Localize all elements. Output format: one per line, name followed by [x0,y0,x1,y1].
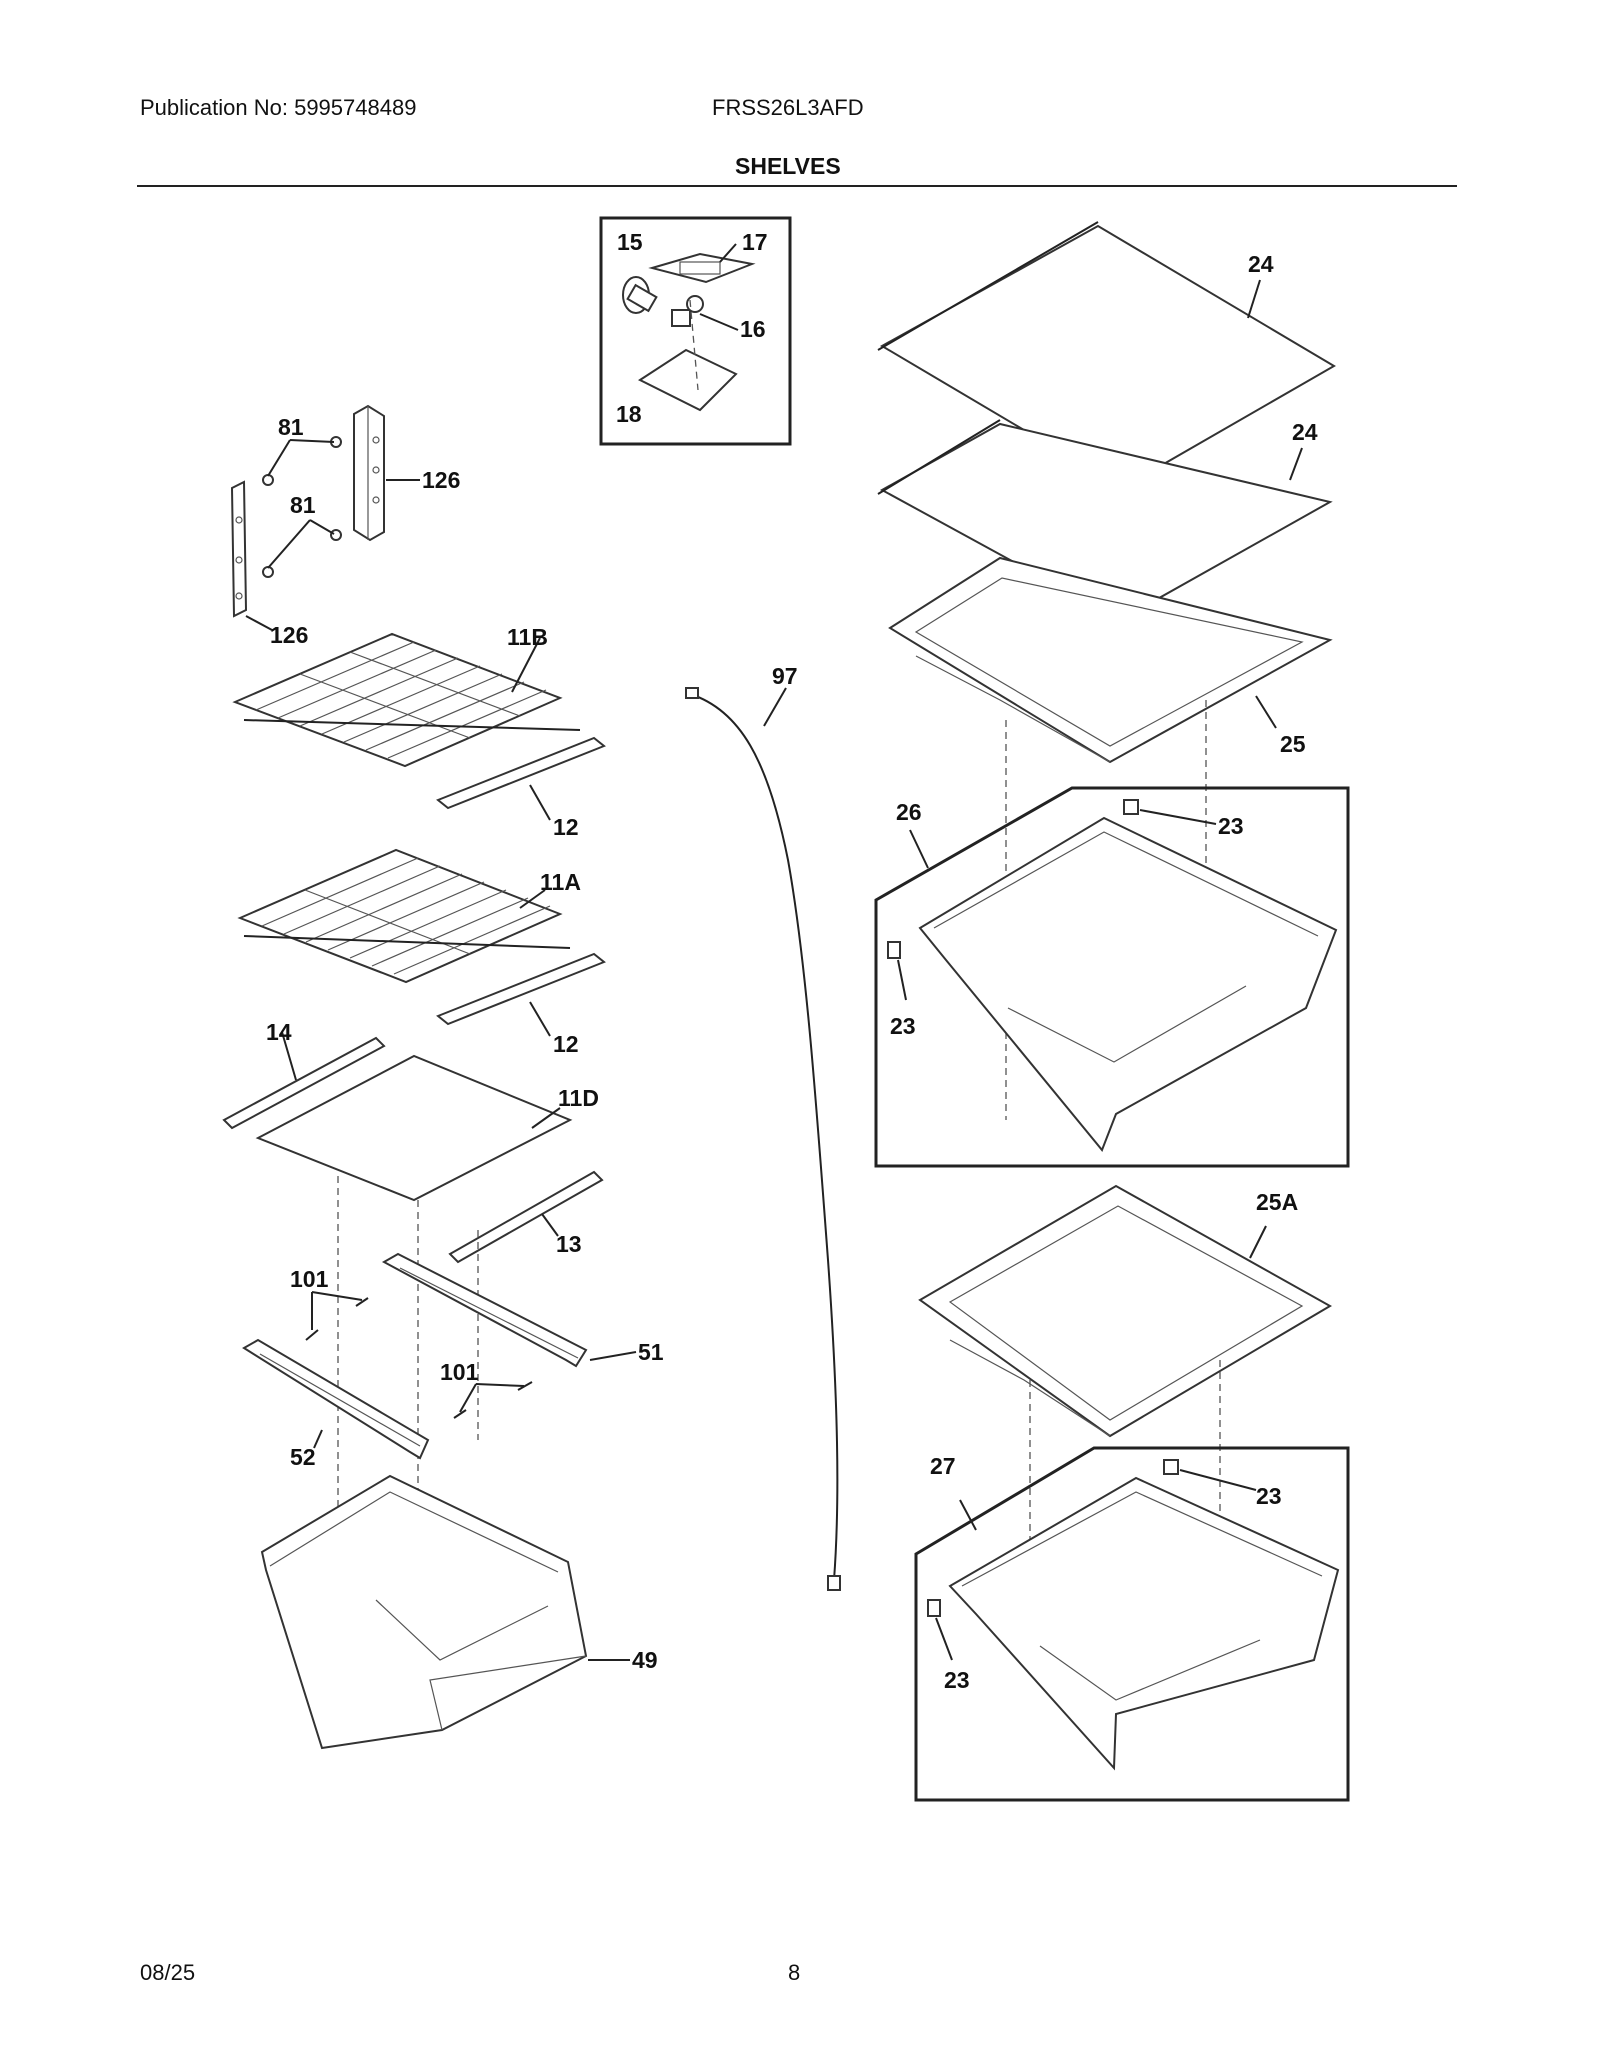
leader-23a [1139,809,1217,825]
leader-23d [935,1617,953,1661]
leader-81a [267,439,291,477]
leader-11B [511,637,541,693]
part-25-crisper-cover [888,556,1333,764]
part-23-clips-upper [887,799,1139,959]
part-126-shelf-bracket-left [230,480,248,618]
leader-52 [313,1429,323,1449]
part-27-crisper-drawer [948,1476,1340,1771]
callout-49: 49 [632,1647,658,1673]
leader-11D [531,1107,561,1129]
part-12-shelf-trim-lower [436,952,606,1026]
leader-101a-2 [311,1291,363,1301]
callout-25A: 25A [1256,1189,1298,1215]
leader-14 [281,1031,297,1081]
callout-126-lower: 126 [270,622,308,648]
part-11B-wire-shelf [232,632,581,768]
leader-24a [1247,279,1261,319]
inset-box-crisper-lower [914,1446,1350,1802]
callout-24-lower: 24 [1292,419,1318,445]
leader-81b-2 [309,519,335,535]
leader-26 [909,829,929,869]
leader-97 [763,687,787,727]
leader-12b [529,1001,551,1037]
callout-27: 27 [930,1453,956,1479]
callout-11A: 11A [540,869,581,895]
part-11D-glass-shelf [255,1054,573,1202]
callout-81-upper: 81 [278,414,304,440]
callout-23-lower-left: 23 [944,1667,970,1693]
callout-14: 14 [266,1019,292,1045]
leader-12a [529,784,551,821]
part-15-bulb-socket [622,276,658,314]
inset-box-light-assembly [599,216,792,446]
leader-16 [699,313,739,331]
callout-126-upper: 126 [422,467,460,493]
model-number: FRSS26L3AFD [712,95,864,120]
part-13-shelf-trim [448,1170,604,1264]
part-126-shelf-bracket-right [353,404,385,542]
leader-23c [1179,1469,1257,1491]
page-title: SHELVES [735,153,841,179]
callout-18: 18 [616,401,642,427]
callout-11D: 11D [558,1085,599,1111]
callout-13: 13 [556,1231,582,1257]
callout-23-upper-left: 23 [890,1013,916,1039]
leader-101b-2 [475,1383,525,1387]
callout-23-lower-right: 23 [1256,1483,1282,1509]
header-rule [137,185,1457,187]
part-52-crisper-rail-left [242,1338,430,1460]
callout-52: 52 [290,1444,316,1470]
publication-number: Publication No: 5995748489 [140,95,417,120]
leader-101b [459,1383,477,1413]
callout-101-upper: 101 [290,1266,329,1292]
leader-81a-2 [289,439,335,443]
leader-81b [267,519,311,569]
leader-11A [519,889,546,909]
callout-16: 16 [740,316,766,342]
callout-15: 15 [617,229,643,255]
part-101-screws [305,1297,533,1419]
leader-25A [1249,1225,1267,1259]
callout-23-upper-right: 23 [1218,813,1244,839]
callout-12-upper: 12 [553,814,579,840]
callout-17: 17 [742,229,768,255]
leader-13 [541,1213,559,1237]
callout-81-lower: 81 [290,492,316,518]
leader-23b [897,959,907,1001]
callout-26: 26 [896,799,922,825]
leader-17 [719,243,737,263]
callout-11B: 11B [507,624,548,650]
part-17-light-housing [648,252,756,284]
callout-24-upper: 24 [1248,251,1274,277]
callout-25: 25 [1280,731,1306,757]
leader-25 [1255,695,1277,729]
part-97-water-tube [689,693,839,1581]
leader-27 [959,1499,977,1531]
callout-51: 51 [638,1339,664,1365]
callout-97: 97 [772,663,798,689]
part-23-clips-lower [927,1459,1179,1617]
tube-fitting-bottom [827,1575,841,1591]
part-14-shelf-frame [222,1036,386,1130]
inset-box-crisper-upper [874,786,1350,1168]
part-26-crisper-drawer [918,816,1338,1152]
part-16-switch [671,295,704,327]
part-12-shelf-trim-upper [436,736,606,810]
tube-fitting-top [685,687,699,699]
leader-126b [245,615,273,631]
part-49-deli-pan [260,1474,588,1750]
footer-date: 08/25 [140,1960,196,1985]
leader-51 [589,1351,637,1361]
part-25A-crisper-cover [918,1184,1333,1438]
callout-12-lower: 12 [553,1031,579,1057]
page-number: 8 [788,1960,801,1985]
part-11A-wire-shelf [237,848,571,984]
leader-24b [1289,447,1303,481]
callout-101-lower: 101 [440,1359,479,1385]
part-18-light-cover [637,299,738,412]
part-51-crisper-rail-right [381,1252,588,1368]
